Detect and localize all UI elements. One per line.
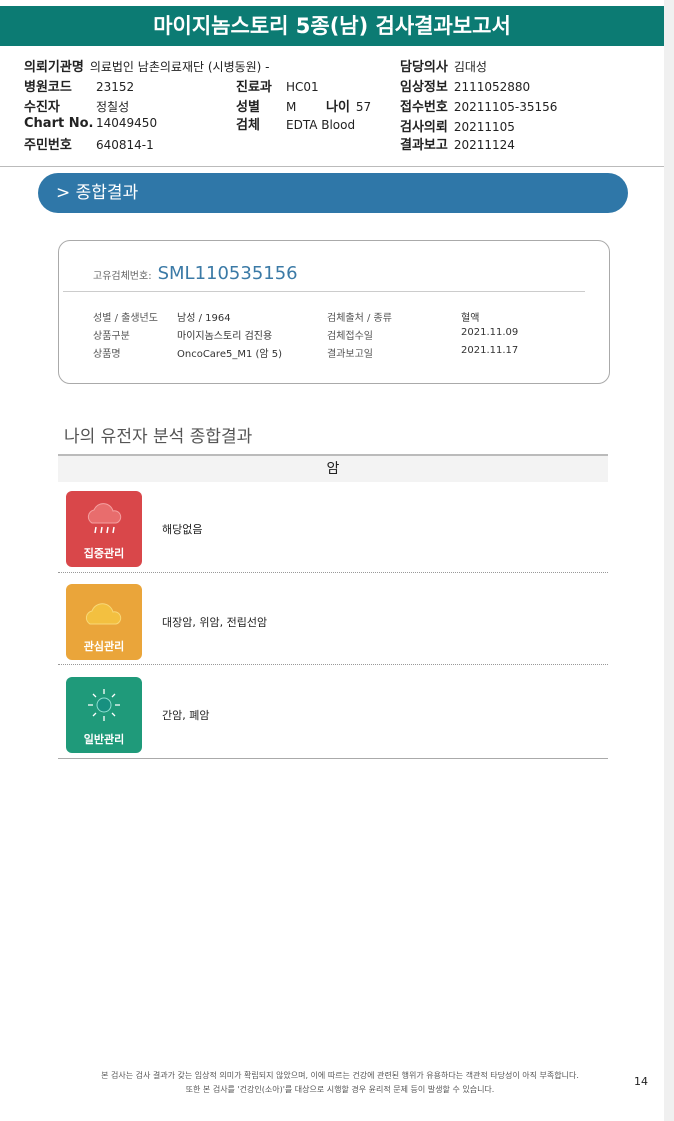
category-header: 암 [58, 454, 608, 482]
sex: M [286, 100, 297, 114]
label: 의뢰기관명 [24, 60, 84, 75]
receipt-no: 20211105-35156 [453, 100, 558, 114]
label: 상품명 [93, 349, 121, 360]
patient-name: 정칠성 [96, 100, 130, 114]
sample-id: SML110535156 [157, 263, 298, 284]
section-banner: > 종합결과 [38, 173, 628, 213]
clinical-info: 2111052880 [453, 80, 531, 94]
disclaimer-line: 또한 본 검사를 '건강인(소아)'를 대상으로 시행할 경우 윤리적 문제 등… [185, 1085, 495, 1094]
attention-badge: 관심관리 [66, 584, 142, 660]
label: 진료과 [236, 80, 272, 95]
specimen: EDTA Blood [286, 118, 356, 132]
dept: HC01 [286, 80, 319, 94]
divider [58, 572, 608, 573]
badge-label: 일반관리 [83, 733, 125, 746]
page-number: 14 [634, 1075, 648, 1088]
chart-no: 14049450 [96, 116, 158, 130]
label: Chart No. [24, 116, 94, 131]
divider [58, 664, 608, 665]
label: 결과보고 [400, 138, 448, 153]
summary-card: 고유검체번호:SML110535156 성별 / 출생년도 남성 / 1964 … [58, 240, 610, 384]
cloud-icon [85, 603, 122, 625]
request-date: 20211105 [453, 120, 515, 134]
label: 담당의사 [400, 60, 448, 75]
value: 혈액 [461, 313, 480, 324]
label: 주민번호 [24, 138, 72, 153]
intensive-care-badge: 집중관리 [66, 491, 142, 567]
report-title: 마이지놈스토리 5종(남) 검사결과보고서 [0, 6, 664, 46]
value: 2021.11.17 [461, 345, 519, 356]
label: 검사의뢰 [400, 120, 448, 135]
divider [58, 758, 608, 759]
value: 남성 / 1964 [177, 313, 231, 324]
result-text: 해당없음 [162, 523, 203, 536]
doctor: 김대성 [453, 60, 487, 74]
sample-id-label: 고유검체번호: [93, 271, 152, 282]
label: 상품구분 [93, 331, 130, 342]
badge-label: 관심관리 [83, 640, 125, 653]
label: 결과보고일 [327, 349, 373, 360]
institution: 의료법인 남촌의료재단 (시병동원) - [89, 60, 270, 74]
hospital-code: 23152 [96, 80, 135, 94]
label: 검체접수일 [327, 331, 373, 342]
label: 수진자 [24, 100, 60, 115]
report-date: 20211124 [453, 138, 515, 152]
label: 검체출처 / 종류 [327, 313, 392, 324]
value: OncoCare5_M1 (암 5) [177, 349, 283, 360]
divider [63, 291, 585, 292]
age: 57 [355, 100, 372, 114]
resident-id: 640814-1 [96, 138, 154, 152]
label: 임상정보 [400, 80, 448, 95]
label: 접수번호 [400, 100, 448, 115]
value: 마이지놈스토리 검진용 [177, 331, 273, 342]
label: 성별 / 출생년도 [93, 313, 158, 324]
label: 병원코드 [24, 80, 72, 95]
general-care-badge: 일반관리 [66, 677, 142, 753]
scrollbar[interactable] [664, 0, 674, 1121]
result-text: 간암, 폐암 [162, 709, 210, 722]
sun-icon [88, 689, 120, 721]
label: 검체 [236, 118, 260, 133]
result-text: 대장암, 위암, 전립선암 [162, 616, 268, 629]
label: 나이 [326, 100, 350, 115]
patient-info-header: 의뢰기관명 의료법인 남촌의료재단 (시병동원) - 담당의사 김대성 병원코드 23… [0, 46, 664, 167]
disclaimer-line: 본 검사는 검사 결과가 갖는 임상적 의미가 확립되지 않았으며, 이에 따르… [101, 1071, 579, 1080]
label: 성별 [236, 100, 260, 115]
value: 2021.11.09 [461, 327, 519, 338]
rain-cloud-icon [87, 503, 122, 534]
badge-label: 집중관리 [83, 547, 125, 560]
section-title: 나의 유전자 분석 종합결과 [64, 427, 253, 447]
